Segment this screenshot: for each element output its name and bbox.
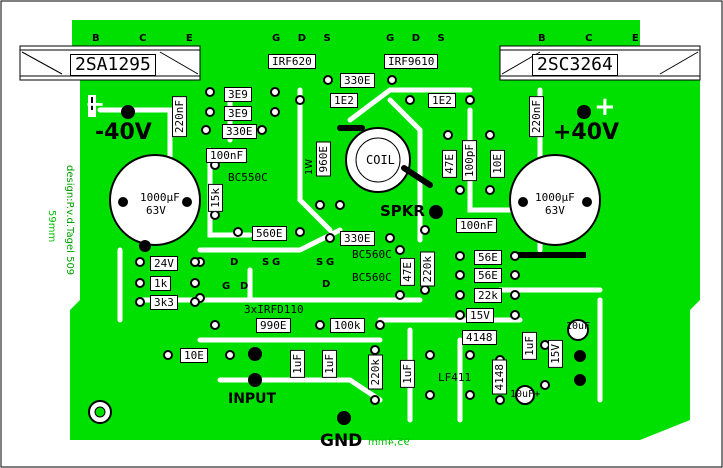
r1e2-left: 1E2 [330,93,358,108]
r100k: 100k [330,318,365,333]
r10e-bottom: 10E [180,348,208,363]
irfd-label: 3xIRFD110 [244,303,304,316]
z24v: 24V [150,256,178,271]
gnd-label: GND [320,431,363,451]
elco-left-outline [109,154,201,246]
r560e: 560E [252,226,287,241]
r1k: 1k [150,276,172,291]
r330e-left: 330E [222,124,257,139]
irfd-pin-8: D [322,279,331,290]
minus-sign: − [85,90,106,118]
elco-left-value: 1000µF [140,191,180,204]
irfd-pin-7: G [326,257,335,268]
r22k: 22k [474,288,502,303]
c1uf-d: 1uF [522,332,537,360]
c220nf-right: 220nF [529,96,544,138]
irfd-pin-6: D [240,281,249,292]
irfd-pin-3: S [316,257,324,268]
q-right-pins: B C E [538,33,657,44]
irfd-pin-1: D [230,257,239,268]
r1w-label: 1W [304,158,316,176]
r10e: 10E [490,150,505,178]
c1uf-c: 1uF [400,360,415,388]
width-label: 59mm [46,210,57,243]
r990e: 990E [256,318,291,333]
r3e9-a: 3E9 [224,87,252,102]
input-label: INPUT [228,391,277,407]
vias [135,75,550,405]
r220k-mid: 220k [420,252,435,287]
q-left-label: 2SA1295 [70,54,156,76]
bc560-a-label: BC560C [352,248,392,261]
r220k-bottom: 220k [368,355,383,390]
c100nf-right: 100nF [456,218,498,233]
r47e-mid: 47E [400,258,415,286]
c100pf: 100pF [462,140,477,182]
bc560-b-label: BC560C [352,271,392,284]
mos-p-pins: G D S [386,33,452,44]
c220nf-left: 220nF [172,96,187,138]
coil-label: COIL [366,153,395,167]
elco-pad [567,319,589,341]
coil-outline [337,125,433,193]
elco-right-value: 1000µF [535,191,575,204]
d4148-v: 4148 [492,360,507,395]
elco-left-voltage: 63V [146,204,166,217]
pos-rail-label: +40V [553,120,620,145]
mos-n-pins: G D S [272,33,338,44]
c1uf-a: 1uF [290,350,305,378]
bc550-label: BC550C [228,171,268,184]
r47e-top: 47E [442,150,457,178]
r56e-b: 56E [474,268,502,283]
z15v-b: 15V [548,340,563,368]
logo [88,400,112,424]
elco-right-voltage: 63V [545,204,565,217]
irfd-pin-5: G [272,257,281,268]
size-label: 95,4mm [368,437,410,448]
d4148: 4148 [462,330,497,345]
irfd-pin-4: G [222,281,231,292]
q-right-label: 2SC3264 [532,54,618,76]
credit-text: design:P.v.d.Tagel 509 [64,165,75,276]
plus-sign: + [594,92,616,122]
r15k: 15k [208,184,223,212]
r56e-a: 56E [474,250,502,265]
irfd-pin-2: S [262,257,270,268]
r3e9-b: 3E9 [224,106,252,121]
neg-rail-label: -40V [95,120,152,145]
z15v-a: 15V [466,308,494,323]
c10uf-a: 10uF [566,321,591,332]
rail-bar [516,252,586,258]
c100nf-left: 100nF [206,148,248,163]
q-left-pins: B C E [92,33,211,44]
mount-pads [121,105,591,425]
c10uf-b: 10uF+ [510,389,541,400]
r3k3: 3k3 [150,295,178,310]
mos-p-label: IRF9610 [384,54,439,69]
r1e2-right: 1E2 [428,93,456,108]
lf411-label: LF411 [438,371,472,384]
mos-n-label: IRF620 [268,54,316,69]
elco-right-outline [509,154,601,246]
r960e: 960E [316,142,331,177]
spkr-label: SPKR [380,202,425,220]
r330e-mid: 330E [340,231,375,246]
r330e-top: 330E [340,73,375,88]
out-pad [515,385,535,405]
c1uf-b: 1uF [322,350,337,378]
